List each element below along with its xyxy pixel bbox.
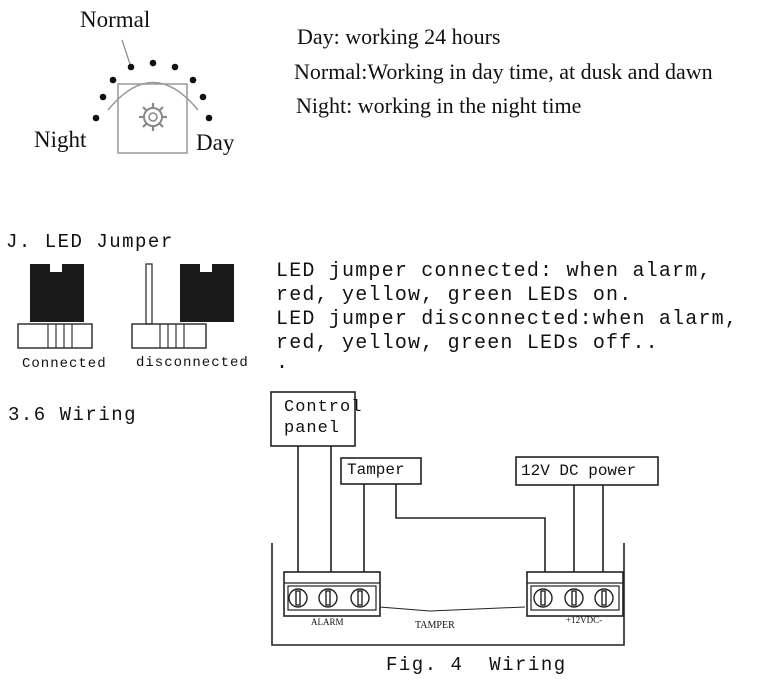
dial-dot: [99, 93, 107, 101]
dial-knob-icon: [139, 103, 167, 131]
led-jumper-heading: J. LED Jumper: [6, 231, 174, 253]
dial-dot: [205, 114, 213, 122]
led-desc-line: LED jumper disconnected:when alarm,: [276, 308, 739, 331]
figure-caption: Fig. 4 Wiring: [386, 654, 567, 676]
dial-label-night: Night: [34, 127, 87, 152]
jumper-connected-illustration: [17, 264, 93, 349]
control-panel-label-line-1: Control: [284, 398, 363, 417]
power-box-label: 12V DC power: [521, 462, 637, 480]
screw-terminal-icon: [533, 588, 614, 608]
dial-label-day: Day: [196, 130, 235, 155]
led-desc-line: red, yellow, green LEDs on.: [276, 284, 633, 307]
control-panel-label-line-2: panel: [284, 419, 341, 438]
detector-enclosure: [271, 543, 625, 646]
mode-desc-normal: Normal:Working in day time, at dusk and …: [294, 59, 713, 84]
jumper-base-disconnected: [131, 323, 207, 349]
normal-pointer-line: [121, 39, 131, 65]
tamper-line-label: TAMPER: [415, 620, 455, 631]
control-panel-box: [270, 391, 356, 447]
wire-tamper-2: [395, 484, 546, 572]
dial-dot: [199, 93, 207, 101]
jumper-connected-label: Connected: [22, 356, 107, 372]
screw-terminal-icon: [288, 588, 370, 608]
dial-position-dots: [92, 59, 213, 122]
alarm-terminal-label: ALARM: [311, 617, 344, 627]
dial-label-normal: Normal: [80, 7, 151, 32]
dial-dot: [189, 76, 197, 84]
dial-dot: [149, 59, 157, 67]
dial-housing: [117, 83, 188, 154]
power-terminal-block: [526, 571, 624, 617]
mode-desc-day: Day: working 24 hours: [297, 24, 501, 49]
tamper-box-label: Tamper: [347, 461, 405, 479]
jumper-disconnected-label: disconnected: [136, 355, 249, 371]
jumper-cap-connected: [30, 264, 84, 322]
dial-dot: [127, 63, 135, 71]
jumper-disconnected-illustration: [131, 263, 234, 349]
alarm-terminal-block: [283, 571, 381, 617]
wiring-heading: 3.6 Wiring: [8, 404, 138, 426]
wires: [297, 446, 604, 612]
jumper-cap-disconnected: [180, 264, 234, 322]
led-desc-line: red, yellow, green LEDs off..: [276, 332, 659, 355]
led-desc-line: LED jumper connected: when alarm,: [276, 260, 712, 283]
jumper-base-connected: [17, 323, 93, 349]
power-terminal-label: +12VDC-: [566, 615, 603, 625]
dial-dot: [171, 63, 179, 71]
power-box: [515, 456, 659, 486]
control-panel-label: Control panel: [284, 397, 362, 439]
dial-arc: [107, 81, 199, 111]
wire-tamper-link: [379, 606, 526, 612]
mode-desc-night: Night: working in the night time: [296, 93, 582, 118]
dial-dot: [92, 114, 100, 122]
dial-dot: [109, 76, 117, 84]
led-desc-line: .: [276, 352, 290, 375]
tamper-box: [340, 457, 422, 485]
